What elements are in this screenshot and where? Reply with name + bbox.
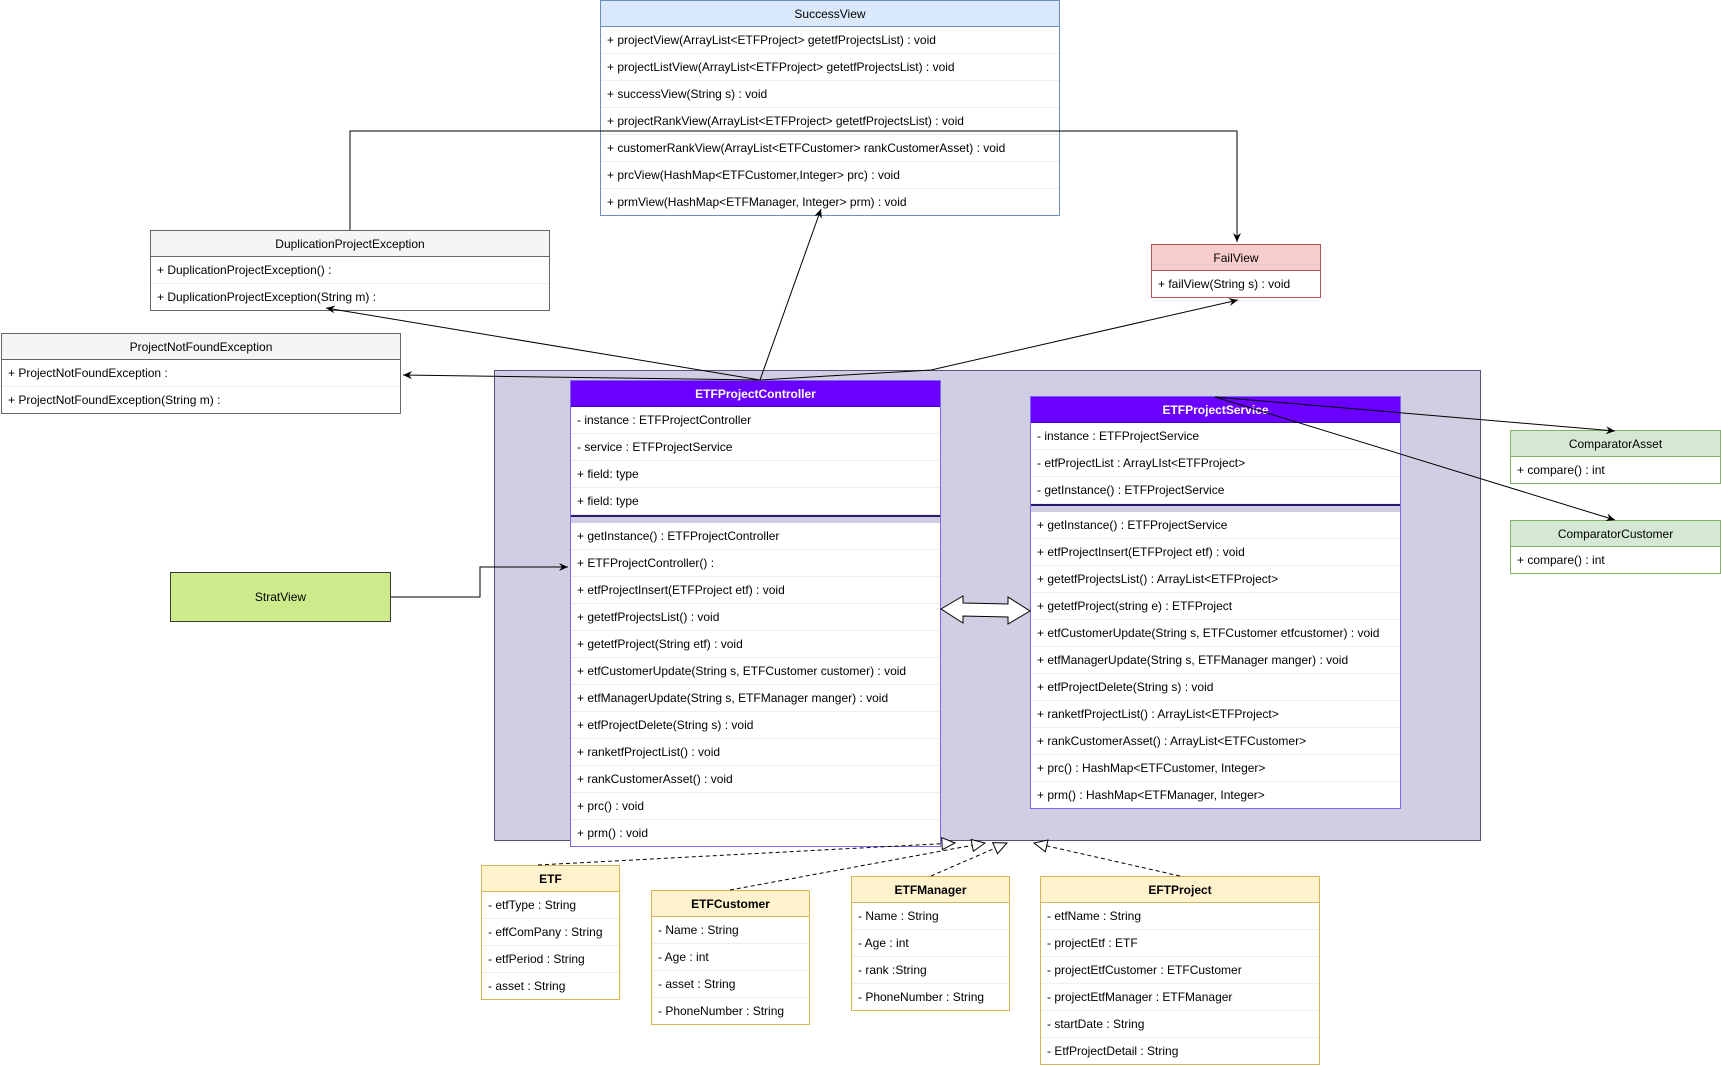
class-title: ETFCustomer — [652, 891, 809, 917]
class-member: - asset : String — [488, 979, 566, 993]
class-etf-customer[interactable]: ETFCustomer- Name : String- Age : int- a… — [651, 890, 810, 1025]
class-fail-view[interactable]: FailView + failView(String s) : void — [1151, 244, 1321, 298]
edge-controller-to-failview — [759, 298, 1239, 381]
class-etf-manager[interactable]: ETFManager- Name : String- Age : int- ra… — [851, 876, 1010, 1011]
class-title: ETF — [482, 866, 619, 892]
class-member: + compare() : int — [1517, 553, 1605, 567]
class-member: - PhoneNumber : String — [858, 990, 985, 1004]
edge-controller-to-successview — [759, 208, 822, 381]
class-member: - etfName : String — [1041, 903, 1319, 930]
class-member: - EtfProjectDetail : String — [1047, 1044, 1179, 1058]
class-member: - projectEtfCustomer : ETFCustomer — [1041, 957, 1319, 984]
class-field: - getInstance() : ETFProjectService — [1031, 477, 1400, 504]
class-method: + etfCustomerUpdate(String s, ETFCustome… — [1031, 620, 1400, 647]
strat-view-node[interactable]: StratView — [170, 572, 391, 622]
class-member: - Name : String — [652, 917, 809, 944]
class-member: - asset : String — [652, 971, 809, 998]
class-title: ETFProjectService — [1031, 397, 1400, 423]
class-method: + etfManagerUpdate(String s, ETFManager … — [571, 685, 940, 712]
class-method: + prm() : void — [577, 826, 649, 840]
class-title: ProjectNotFoundException — [2, 334, 400, 360]
class-member: + prcView(HashMap<ETFCustomer,Integer> p… — [601, 162, 1059, 189]
class-method: + prc() : HashMap<ETFCustomer, Integer> — [1031, 755, 1400, 782]
class-method: + etfProjectInsert(ETFProject etf) : voi… — [571, 577, 940, 604]
class-method: + etfManagerUpdate(String s, ETFManager … — [1031, 647, 1400, 674]
class-method: + getInstance() : ETFProjectController — [571, 523, 940, 550]
class-field: - etfProjectList : ArrayLIst<ETFProject> — [1031, 450, 1400, 477]
class-title: ETFProjectController — [571, 381, 940, 407]
class-member: - Name : String — [852, 903, 1009, 930]
class-method: + getInstance() : ETFProjectService — [1031, 512, 1400, 539]
edge-etfmanager-realization — [930, 842, 1009, 877]
class-method: + ETFProjectController() : — [571, 550, 940, 577]
class-etf-project-controller[interactable]: ETFProjectController- instance : ETFProj… — [570, 380, 941, 847]
class-member: - effComPany : String — [482, 919, 619, 946]
class-member: + failView(String s) : void — [1158, 277, 1291, 291]
class-member: - startDate : String — [1041, 1011, 1319, 1038]
member-separator — [1031, 504, 1400, 512]
class-member: - etfPeriod : String — [482, 946, 619, 973]
class-field: - service : ETFProjectService — [571, 434, 940, 461]
class-member: + projectListView(ArrayList<ETFProject> … — [601, 54, 1059, 81]
class-title: FailView — [1152, 245, 1320, 271]
class-method: + rankCustomerAsset() : void — [571, 766, 940, 793]
class-method: + ranketfProjectList() : ArrayList<ETFPr… — [1031, 701, 1400, 728]
class-etf-project-service[interactable]: ETFProjectService- instance : ETFProject… — [1030, 396, 1401, 809]
class-member: + ProjectNotFoundException : — [2, 360, 400, 387]
class-field: - instance : ETFProjectController — [571, 407, 940, 434]
class-duplication-project-exception[interactable]: DuplicationProjectException+ Duplication… — [150, 230, 550, 311]
class-method: + prm() : HashMap<ETFManager, Integer> — [1037, 788, 1265, 802]
class-success-view[interactable]: SuccessView+ projectView(ArrayList<ETFPr… — [600, 0, 1060, 216]
edge-eftproject-realization — [1032, 839, 1181, 877]
class-method: + getetfProject(String etf) : void — [571, 631, 940, 658]
class-eft-project[interactable]: EFTProject- etfName : String- projectEtf… — [1040, 876, 1320, 1065]
class-member: - Age : int — [652, 944, 809, 971]
member-separator — [571, 515, 940, 523]
class-method: + etfProjectInsert(ETFProject etf) : voi… — [1031, 539, 1400, 566]
class-member: - Age : int — [852, 930, 1009, 957]
class-method: + etfProjectDelete(String s) : void — [571, 712, 940, 739]
class-title: ComparatorCustomer — [1511, 521, 1720, 547]
class-method: + getetfProject(string e) : ETFProject — [1031, 593, 1400, 620]
class-method: + ranketfProjectList() : void — [571, 739, 940, 766]
class-comparator-asset[interactable]: ComparatorAsset + compare() : int — [1510, 430, 1721, 484]
class-member: + customerRankView(ArrayList<ETFCustomer… — [601, 135, 1059, 162]
class-member: + projectView(ArrayList<ETFProject> gete… — [601, 27, 1059, 54]
class-member: + DuplicationProjectException() : — [151, 257, 549, 284]
class-member: - projectEtf : ETF — [1041, 930, 1319, 957]
class-member: + successView(String s) : void — [601, 81, 1059, 108]
class-member: + projectRankView(ArrayList<ETFProject> … — [601, 108, 1059, 135]
class-member: + ProjectNotFoundException(String m) : — [8, 393, 221, 407]
class-title: EFTProject — [1041, 877, 1319, 903]
class-title: ComparatorAsset — [1511, 431, 1720, 457]
class-member: + compare() : int — [1517, 463, 1605, 477]
class-member: - etfType : String — [482, 892, 619, 919]
class-member: + DuplicationProjectException(String m) … — [157, 290, 377, 304]
class-member: + prmView(HashMap<ETFManager, Integer> p… — [607, 195, 907, 209]
class-etf[interactable]: ETF- etfType : String- effComPany : Stri… — [481, 865, 620, 1000]
class-field: + field: type — [571, 461, 940, 488]
class-title: SuccessView — [601, 1, 1059, 27]
class-member: - rank :String — [852, 957, 1009, 984]
class-method: + getetfProjectsList() : ArrayList<ETFPr… — [1031, 566, 1400, 593]
class-member: - projectEtfManager : ETFManager — [1041, 984, 1319, 1011]
class-project-not-found-exception[interactable]: ProjectNotFoundException+ ProjectNotFoun… — [1, 333, 401, 414]
class-member: - PhoneNumber : String — [658, 1004, 785, 1018]
class-method: + etfCustomerUpdate(String s, ETFCustome… — [571, 658, 940, 685]
class-title: DuplicationProjectException — [151, 231, 549, 257]
class-field: + field: type — [571, 488, 940, 515]
class-field: - instance : ETFProjectService — [1031, 423, 1400, 450]
class-method: + prc() : void — [571, 793, 940, 820]
class-method: + etfProjectDelete(String s) : void — [1031, 674, 1400, 701]
class-title: ETFManager — [852, 877, 1009, 903]
class-method: + rankCustomerAsset() : ArrayList<ETFCus… — [1031, 728, 1400, 755]
class-method: + getetfProjectsList() : void — [571, 604, 940, 631]
class-comparator-customer[interactable]: ComparatorCustomer + compare() : int — [1510, 520, 1721, 574]
